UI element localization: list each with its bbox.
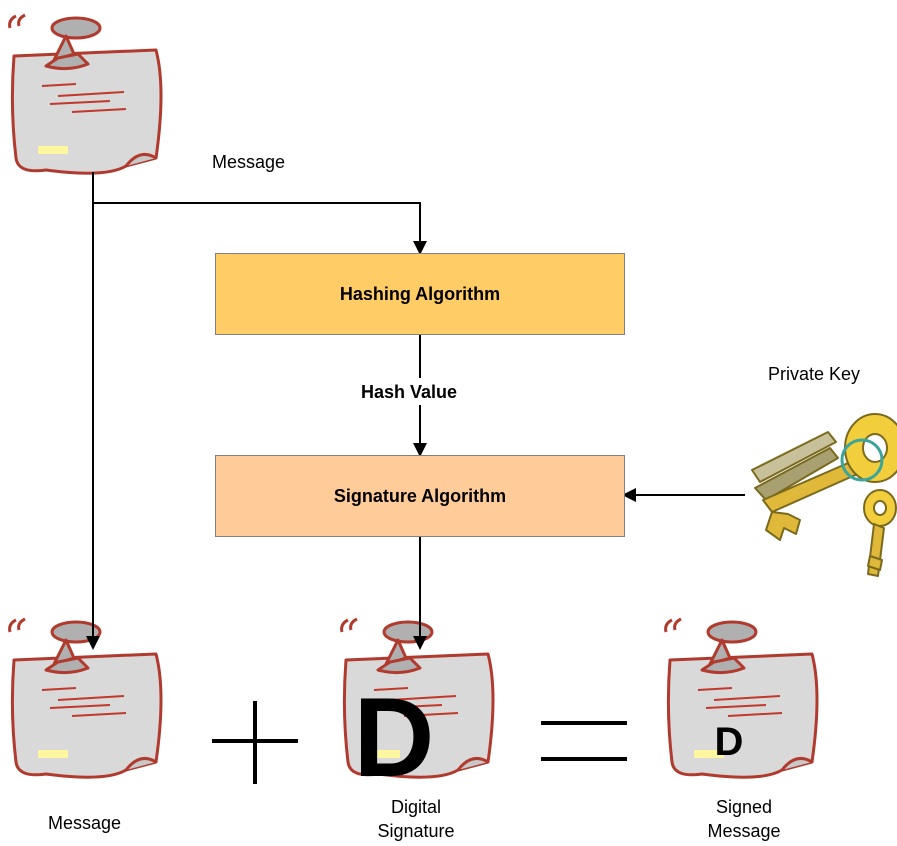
message-bottom-label: Message	[48, 813, 122, 833]
signed-message-label: Signed Message	[694, 795, 794, 843]
equals-icon	[541, 721, 627, 761]
digital-signature-line1: Digital	[390, 797, 442, 817]
key-ring-icon	[751, 413, 897, 577]
hashing-algorithm-label: Hashing Algorithm	[339, 283, 501, 304]
message-note-icon	[8, 13, 163, 175]
signature-letter: D	[354, 675, 435, 800]
signed-message-line1: Signed	[715, 797, 773, 817]
message-top-label: Message	[212, 152, 286, 172]
plus-icon	[212, 701, 298, 784]
signature-algorithm-label: Signature Algorithm	[333, 485, 507, 506]
signature-algorithm-box: Signature Algorithm	[215, 455, 625, 537]
digital-signature-line2: Signature	[377, 821, 455, 841]
connector-lines	[86, 172, 745, 650]
signed-letter: D	[715, 720, 744, 764]
hash-value-label: Hash Value	[359, 380, 460, 404]
signed-message-line2: Message	[707, 821, 781, 841]
hashing-algorithm-box: Hashing Algorithm	[215, 253, 625, 335]
message-note-icon	[8, 617, 163, 779]
digital-signature-label: Digital Signature	[366, 795, 466, 843]
private-key-label: Private Key	[768, 364, 861, 384]
